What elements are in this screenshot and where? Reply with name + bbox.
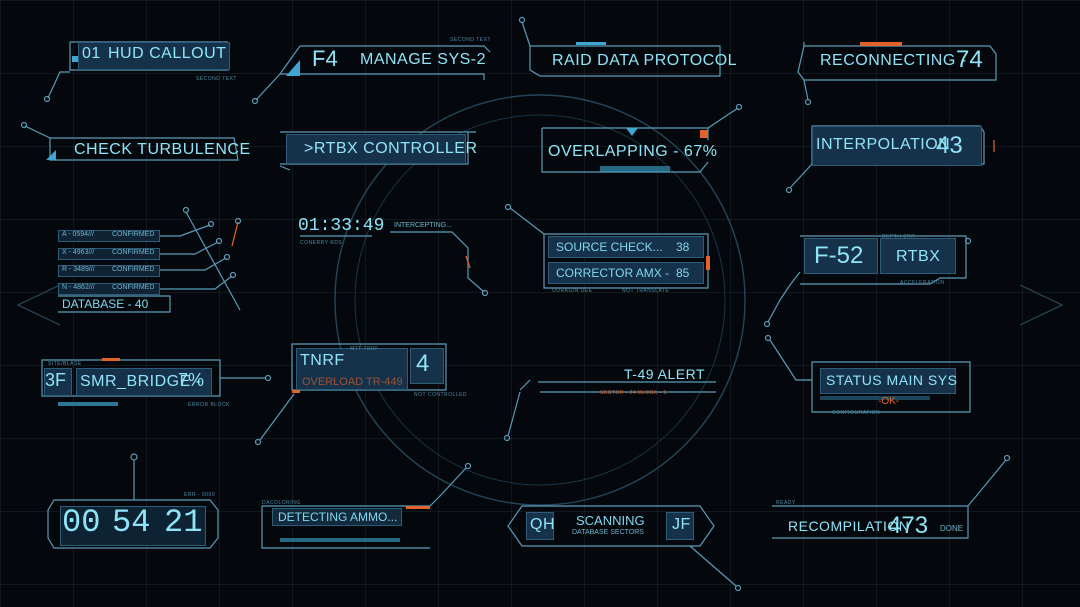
recompilation-label: RECOMPILATION: [788, 518, 910, 534]
clock-seconds: 21: [164, 504, 203, 541]
database-row-status: CONFIRMED: [112, 249, 155, 256]
smr-code-panel: [44, 368, 72, 396]
rtbx-controller-panel: [286, 134, 466, 164]
database-row-code: N - 4862///: [62, 284, 95, 291]
status-main-label: STATUS MAIN SYS: [826, 372, 958, 388]
f52-panel: [804, 238, 878, 274]
reconnecting-label: RECONNECTING -: [820, 52, 967, 69]
tnrf-label: TNRF: [300, 352, 345, 369]
overlapping-label: OVERLAPPING - 67%: [548, 143, 718, 160]
manage-sys-key: F4: [312, 46, 338, 71]
tnrf-panel: [296, 348, 408, 390]
scanning-left-panel: [526, 512, 554, 540]
recompilation-done: DONE: [940, 524, 964, 533]
interpolation-value: 43: [936, 132, 963, 159]
database-row-status: CONFIRMED: [112, 284, 155, 291]
rtbx-panel: [880, 238, 956, 274]
smr-subtext: ERROR BLOCK: [188, 402, 230, 408]
database-row-status: CONFIRMED: [112, 231, 155, 238]
t49-alert-subtext: SECTOR - 24 BLOCK - 5: [600, 390, 667, 396]
database-row-code: R - 3489///: [62, 266, 95, 273]
corrector-panel: [548, 262, 704, 284]
database-row-bg: [58, 265, 160, 277]
database-row-bg: [58, 230, 160, 242]
clock-panel: [60, 506, 206, 546]
f52-code: F-52: [814, 242, 864, 269]
recompilation-subtext: READY: [776, 500, 796, 506]
tnrf-subtext: MTT TNRF: [350, 346, 379, 352]
hud-callout-panel: [78, 42, 230, 70]
tnrf-overload: OVERLOAD TR-449: [302, 376, 403, 388]
hud-callout-subtext: SECOND TEXT: [196, 76, 237, 82]
source-check-label: SOURCE CHECK...: [556, 240, 663, 254]
clock-subtext: ERR - 0000: [184, 492, 216, 498]
raid-protocol-label: RAID DATA PROTOCOL: [552, 52, 738, 69]
smr-label-panel: [76, 368, 212, 396]
scanning-right-panel: [666, 512, 694, 540]
manage-sys-label: MANAGE SYS-2: [360, 51, 487, 68]
corrector-value: 85: [676, 266, 690, 280]
database-row-bg: [58, 283, 160, 295]
timer-status: INTERCEPTING...: [394, 222, 452, 229]
database-row-status: CONFIRMED: [112, 266, 155, 273]
database-row-code: A - 0594///: [62, 231, 94, 238]
source-check-panel: [548, 236, 704, 258]
clock-minutes: 54: [112, 504, 151, 541]
smr-code: 3F: [45, 370, 67, 390]
clock-hours: 00: [62, 504, 101, 541]
scanning-subtext: DATABASE SECTORS: [572, 529, 644, 536]
check-turbulence-label: CHECK TURBULENCE: [74, 141, 251, 158]
hud-callout-number: 01: [82, 45, 101, 62]
smr-value: 7%: [178, 370, 205, 390]
detecting-label: DETECTING AMMO...: [278, 510, 398, 524]
recompilation-value: 473: [888, 512, 929, 539]
reconnecting-value: 74: [956, 46, 983, 73]
tnrf-number-panel: [410, 348, 444, 384]
database-row-code: X - 4963///: [62, 249, 95, 256]
detecting-panel: [272, 508, 402, 526]
source-subtext: ODRAGIN DEE: [552, 288, 593, 294]
scanning-label: SCANNING: [576, 513, 645, 528]
status-main-ok: -OK-: [878, 396, 900, 407]
status-main-panel: [820, 368, 956, 394]
tnrf-subtext: NOT CONTROLLED: [414, 392, 468, 398]
source-check-value: 38: [676, 240, 690, 254]
f52-label: RTBX: [896, 248, 941, 265]
rtbx-controller-label: >RTBX CONTROLLER: [304, 140, 478, 157]
f52-subtext: ACCELERATION: [900, 280, 945, 286]
source-subtext: NOT TRANSLATE: [622, 288, 670, 294]
database-row-bg: [58, 248, 160, 260]
scanning-right-code: JF: [672, 516, 691, 533]
scanning-left-code: QH: [530, 516, 555, 533]
database-footer: DATABASE - 40: [62, 297, 149, 311]
corrector-label: CORRECTOR AMX -: [556, 266, 670, 280]
status-main-subtext: CONFIGURATION: [832, 410, 881, 416]
f52-subtext: DEPTH ERR: [882, 234, 916, 240]
detecting-subtext: DACOLORING: [262, 500, 301, 506]
hud-callout-label: HUD CALLOUT: [108, 45, 227, 62]
interpolation-label: INTERPOLATION: [816, 136, 951, 153]
t49-alert-label: T-49 ALERT: [624, 366, 706, 382]
tnrf-number: 4: [416, 350, 430, 377]
timer-subtext: CONERRY RDS: [300, 240, 343, 246]
timer-time: 01:33:49: [298, 216, 385, 236]
manage-sys-subtext: SECOND TEXT: [450, 37, 491, 43]
smr-label: SMR_BRIDGE -: [80, 373, 202, 390]
smr-subtext: SITE/BLASE: [48, 361, 82, 367]
interpolation-panel: [812, 126, 982, 166]
